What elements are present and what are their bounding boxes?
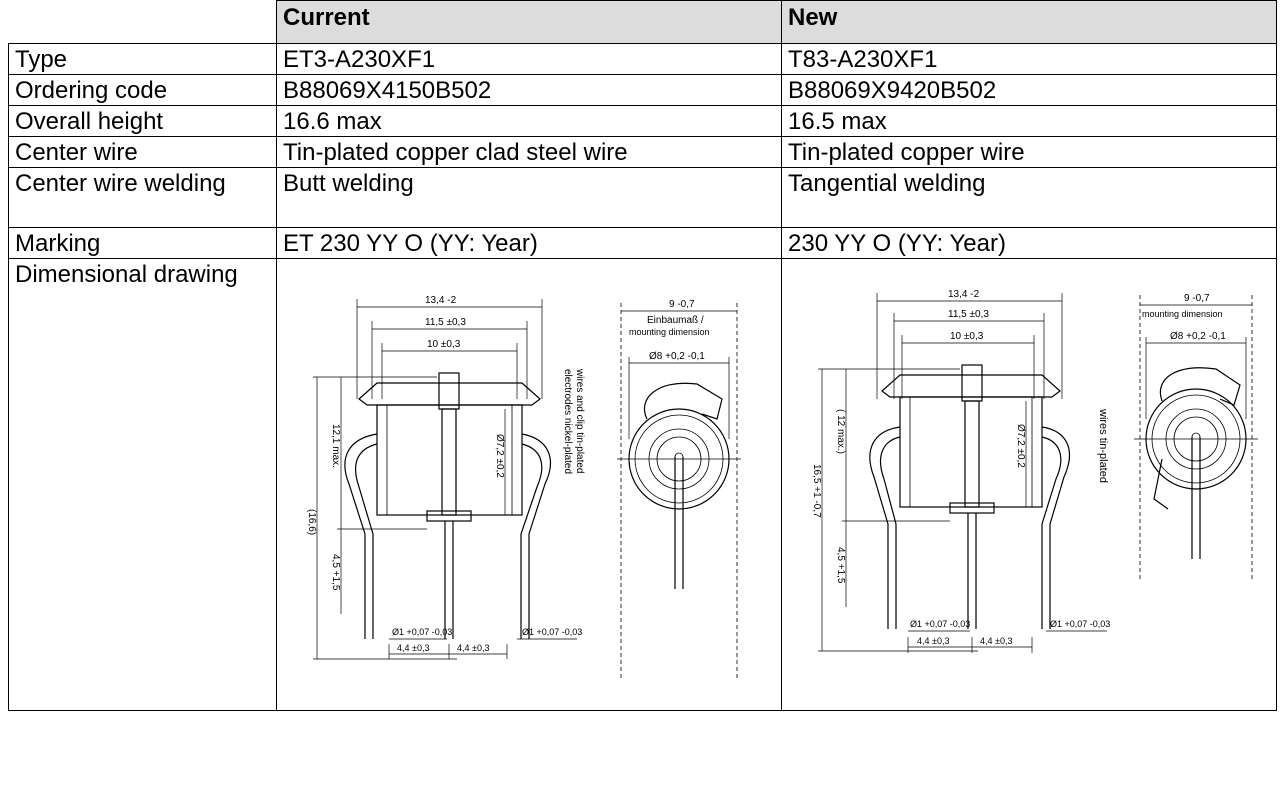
side-label2: mounting dimension (629, 327, 710, 337)
side-diameter: Ø8 +0,2 -0,1 (649, 351, 705, 362)
row-label: Type (8, 43, 277, 75)
cell-current: 16.6 max (276, 105, 782, 137)
dim-pitch2: 4,4 ±0,3 (980, 636, 1012, 646)
cell-new: 16.5 max (781, 105, 1277, 137)
side-diameter: Ø8 +0,2 -0,1 (1170, 331, 1226, 342)
table-row: Center wire welding Butt welding Tangent… (8, 167, 1277, 228)
dim-diameter: Ø7,2 ±0,2 (1015, 424, 1026, 468)
dim-wire-d1: Ø1 +0,07 -0,03 (910, 619, 970, 629)
dim-overall: 16,5 +1 -0,7 (811, 464, 822, 518)
table-row: Ordering code B88069X4150B502 B88069X942… (8, 74, 1277, 106)
comparison-table: Current New Type ET3-A230XF1 T83-A230XF1… (8, 0, 1277, 711)
note-line1: electrodes nickel-plated (562, 369, 573, 474)
dim-lead: 4,5 +1,5 (330, 554, 341, 591)
row-label: Ordering code (8, 74, 277, 106)
note-line2: wires and clip tin-plated (574, 368, 585, 474)
dim-wire-d1: Ø1 +0,07 -0,03 (392, 627, 452, 637)
cell-current: B88069X4150B502 (276, 74, 782, 106)
note-line1: wires tin-plated (1097, 408, 1109, 483)
side-label2: mounting dimension (1142, 309, 1223, 319)
arrester-side-icon (617, 382, 741, 589)
dim-wire-d2: Ø1 +0,07 -0,03 (1050, 619, 1110, 629)
header-corner (8, 0, 277, 44)
row-label: Dimensional drawing (8, 258, 277, 711)
cell-new: 230 YY O (YY: Year) (781, 227, 1277, 259)
row-label: Center wire welding (8, 167, 277, 228)
cell-current: ET3-A230XF1 (276, 43, 782, 75)
drawing-new-cell: 13,4 -2 11,5 ±0,3 10 ±0,3 (781, 258, 1277, 711)
row-label: Center wire (8, 136, 277, 168)
dim-pitch1: 4,4 ±0,3 (917, 636, 949, 646)
header-current: Current (276, 0, 782, 44)
header-row: Current New (8, 0, 1277, 44)
table-row: Type ET3-A230XF1 T83-A230XF1 (8, 43, 1277, 75)
dim-width2: 11,5 ±0,3 (425, 317, 466, 328)
dim-width2: 11,5 ±0,3 (948, 309, 989, 320)
header-new: New (781, 0, 1277, 44)
cell-new: T83-A230XF1 (781, 43, 1277, 75)
dim-pitch2: 4,4 ±0,3 (457, 643, 489, 653)
table-row: Marking ET 230 YY O (YY: Year) 230 YY O … (8, 227, 1277, 259)
dim-width3: 10 ±0,3 (950, 331, 984, 342)
table-row: Center wire Tin-plated copper clad steel… (8, 136, 1277, 168)
dim-lead: 4,5 +1,5 (835, 547, 846, 584)
drawing-row: Dimensional drawing 13,4 -2 11,5 ±0,3 10… (8, 258, 1277, 711)
drawing-current-cell: 13,4 -2 11,5 ±0,3 10 ±0,3 (276, 258, 782, 711)
dim-width3: 10 ±0,3 (427, 339, 461, 350)
row-label: Marking (8, 227, 277, 259)
dim-overall: (16,6) (306, 509, 317, 535)
dim-pitch1: 4,4 ±0,3 (397, 643, 429, 653)
dim-width: 13,4 -2 (425, 295, 457, 306)
cell-current: Tin-plated copper clad steel wire (276, 136, 782, 168)
side-width: 9 -0,7 (1184, 293, 1210, 304)
arrester-front-icon (869, 364, 1071, 629)
dim-diameter: Ø7,2 ±0,2 (494, 434, 505, 478)
cell-new: B88069X9420B502 (781, 74, 1277, 106)
row-label: Overall height (8, 105, 277, 137)
dim-wire-d2: Ø1 +0,07 -0,03 (522, 627, 582, 637)
arrester-front-icon (344, 372, 551, 639)
cell-current: ET 230 YY O (YY: Year) (276, 227, 782, 259)
dimensional-drawing-current: 13,4 -2 11,5 ±0,3 10 ±0,3 (306, 295, 741, 679)
table-row: Overall height 16.6 max 16.5 max (8, 105, 1277, 137)
side-label1: Einbaumaß / (647, 315, 704, 326)
cell-new: Tin-plated copper wire (781, 136, 1277, 168)
dim-height: 12,1 max. (330, 424, 341, 468)
dim-height: ( 12 max.) (835, 409, 846, 454)
dimensional-drawing-new: 13,4 -2 11,5 ±0,3 10 ±0,3 (811, 289, 1258, 653)
side-width: 9 -0,7 (669, 299, 695, 310)
arrester-side-icon (1134, 367, 1258, 559)
cell-new: Tangential welding (781, 167, 1277, 228)
dim-width: 13,4 -2 (948, 289, 980, 300)
cell-current: Butt welding (276, 167, 782, 228)
